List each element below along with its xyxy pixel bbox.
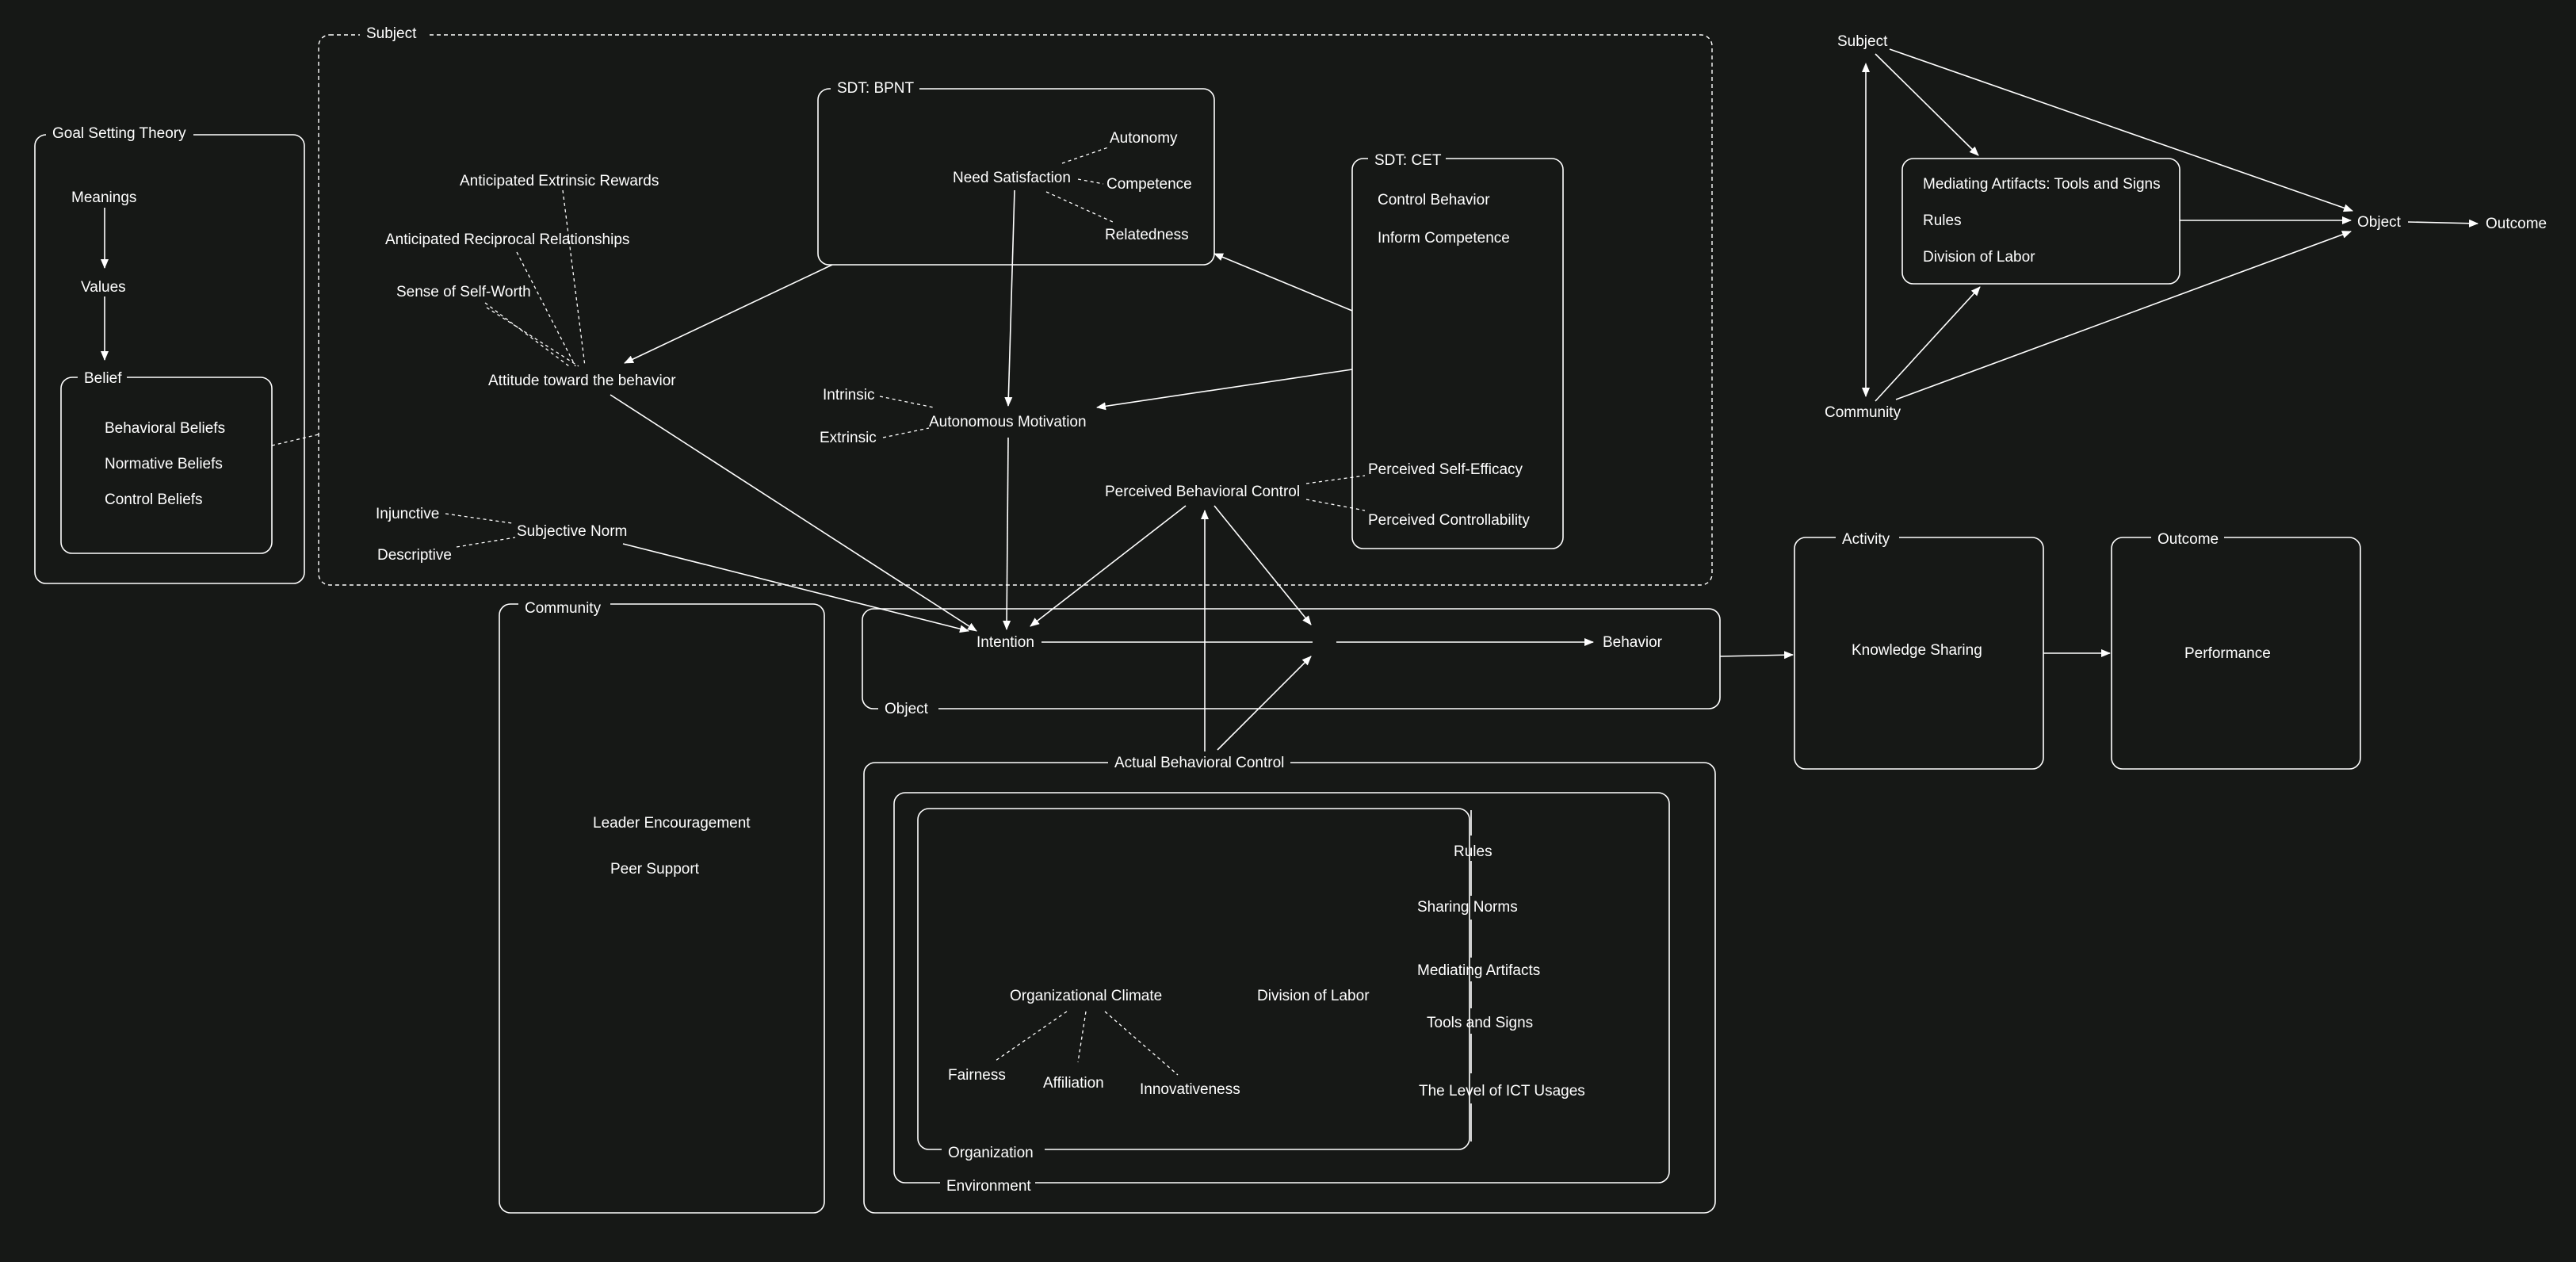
belief-frame xyxy=(60,377,273,554)
actual-behavioral-control-label: Actual Behavioral Control xyxy=(1114,755,1284,771)
perceived-self-efficacy-node: Perceived Self-Efficacy xyxy=(1368,461,1523,478)
sdt-cet-frame xyxy=(1351,158,1564,549)
autonomy-node: Autonomy xyxy=(1110,130,1178,147)
sharing-norms-node: Sharing Norms xyxy=(1417,899,1518,916)
sense-of-self-worth-node: Sense of Self-Worth xyxy=(396,284,531,300)
triangle-division-of-labor-node: Division of Labor xyxy=(1923,249,2035,266)
sdt-cet-label: SDT: CET xyxy=(1374,152,1442,169)
triangle-rules-node: Rules xyxy=(1923,212,1962,229)
triangle-mediating-artifacts-node: Mediating Artifacts: Tools and Signs xyxy=(1923,176,2161,193)
perceived-behavioral-control-node: Perceived Behavioral Control xyxy=(1105,484,1300,500)
leader-encouragement-node: Leader Encouragement xyxy=(593,815,751,832)
edges xyxy=(101,48,2479,1142)
frames: Goal Setting Theory Belief Subject SDT: … xyxy=(34,22,2361,1214)
relatedness-node: Relatedness xyxy=(1105,227,1189,243)
peer-support-node: Peer Support xyxy=(610,861,700,878)
perceived-controllability-node: Perceived Controllability xyxy=(1368,512,1530,529)
belief-label: Belief xyxy=(84,370,122,387)
injunctive-node: Injunctive xyxy=(376,506,439,522)
anticipated-extrinsic-rewards-node: Anticipated Extrinsic Rewards xyxy=(460,173,659,189)
organization-label: Organization xyxy=(948,1145,1034,1161)
triangle-object-node: Object xyxy=(2357,214,2402,231)
intention-node: Intention xyxy=(977,634,1034,651)
descriptive-node: Descriptive xyxy=(377,547,452,564)
goal-setting-theory-label: Goal Setting Theory xyxy=(52,125,186,142)
intrinsic-node: Intrinsic xyxy=(823,387,874,403)
environment-frame xyxy=(893,792,1670,1184)
subject-frame-label: Subject xyxy=(366,25,417,42)
knowledge-sharing-node: Knowledge Sharing xyxy=(1852,642,1982,659)
environment-label: Environment xyxy=(946,1178,1031,1195)
innovativeness-node: Innovativeness xyxy=(1140,1081,1240,1098)
tools-and-signs-node: Tools and Signs xyxy=(1427,1015,1533,1031)
affiliation-node: Affiliation xyxy=(1043,1075,1104,1092)
normative-beliefs-node: Normative Beliefs xyxy=(105,456,223,472)
autonomous-motivation-node: Autonomous Motivation xyxy=(929,414,1087,430)
need-satisfaction-node: Need Satisfaction xyxy=(953,170,1071,186)
extrinsic-node: Extrinsic xyxy=(820,430,877,446)
organizational-climate-node: Organizational Climate xyxy=(1010,988,1162,1004)
division-of-labor-node: Division of Labor xyxy=(1257,988,1370,1004)
control-beliefs-node: Control Beliefs xyxy=(105,491,203,508)
triangle-community-node: Community xyxy=(1825,404,1901,421)
inform-competence-node: Inform Competence xyxy=(1378,230,1510,247)
outcome-frame xyxy=(2111,537,2361,770)
triangle-outcome-node: Outcome xyxy=(2486,216,2547,232)
control-behavior-node: Control Behavior xyxy=(1378,192,1490,208)
organization-frame xyxy=(917,808,1470,1150)
meanings-node: Meanings xyxy=(71,189,136,206)
nodes: Meanings Values Behavioral Beliefs Norma… xyxy=(71,33,2547,1099)
activity-frame-label: Activity xyxy=(1842,531,1890,548)
triangle-artifacts-frame xyxy=(1901,158,2180,285)
competence-node: Competence xyxy=(1106,176,1192,193)
fairness-node: Fairness xyxy=(948,1067,1006,1084)
attitude-node: Attitude toward the behavior xyxy=(488,373,676,389)
sdt-bpnt-frame xyxy=(817,88,1215,266)
subject-frame xyxy=(318,34,1713,586)
ict-usages-node: The Level of ICT Usages xyxy=(1419,1083,1585,1099)
community-frame xyxy=(499,603,825,1214)
community-frame-label: Community xyxy=(525,600,602,617)
behavioral-beliefs-node: Behavioral Beliefs xyxy=(105,420,225,437)
rules-node: Rules xyxy=(1454,843,1492,860)
triangle-subject-node: Subject xyxy=(1837,33,1888,50)
object-frame-label: Object xyxy=(885,701,929,717)
behavior-node: Behavior xyxy=(1603,634,1663,651)
values-node: Values xyxy=(81,279,126,296)
sdt-bpnt-label: SDT: BPNT xyxy=(837,80,915,97)
object-frame xyxy=(862,608,1721,709)
anticipated-reciprocal-relationships-node: Anticipated Reciprocal Relationships xyxy=(385,231,629,248)
performance-node: Performance xyxy=(2184,645,2271,662)
subjective-norm-node: Subjective Norm xyxy=(517,523,627,540)
mediating-artifacts-node: Mediating Artifacts xyxy=(1417,962,1540,979)
outcome-frame-label: Outcome xyxy=(2157,531,2219,548)
